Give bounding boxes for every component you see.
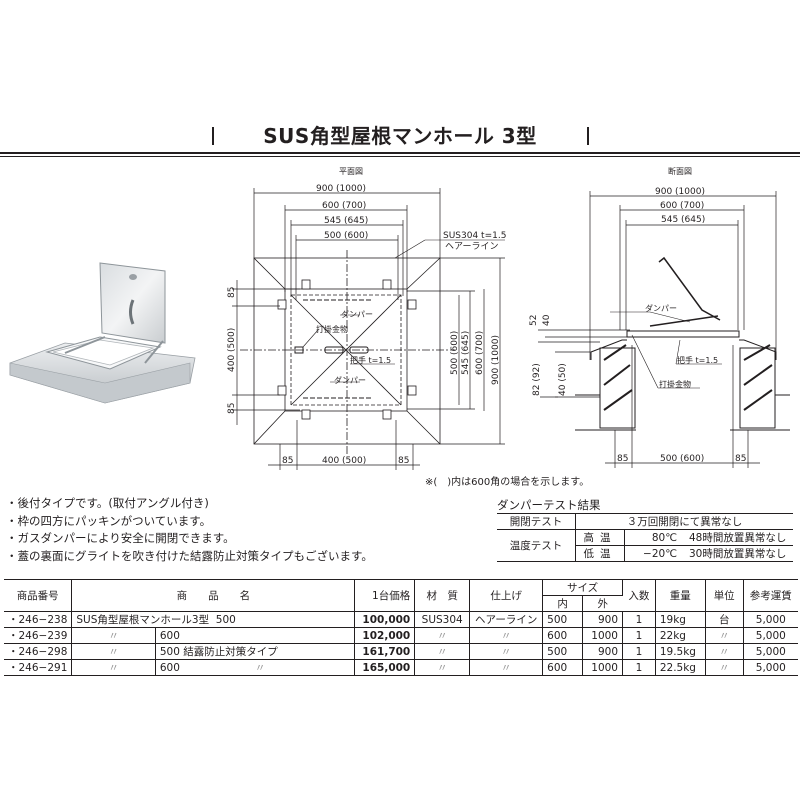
table-row: 温度テスト 高温 80℃ 48時間放置異常なし: [497, 529, 793, 562]
svg-text:ダンパー: ダンパー: [341, 309, 373, 319]
size-note: ※( )内は600角の場合を示します。: [425, 477, 590, 488]
svg-text:40 (50): 40 (50): [558, 363, 568, 396]
section-view-label: 断面図: [668, 166, 692, 176]
table-row: ・246−238 SUS角型屋根マンホール3型 500 100,000 SUS3…: [4, 611, 798, 628]
svg-text:900 (1000): 900 (1000): [491, 335, 501, 385]
svg-text:900 (1000): 900 (1000): [655, 187, 705, 197]
svg-text:85: 85: [227, 287, 237, 298]
table-row: ・246−291 〃 600〃 165,000 〃 〃 600 1000 1 2…: [4, 659, 798, 676]
svg-text:600 (700): 600 (700): [322, 201, 366, 211]
feature-item: ・蓋の裏面にグライトを吹き付けた結露防止対策タイプもございます。: [6, 548, 373, 563]
title-rule-thin: [0, 156, 800, 157]
damper-test-title: ダンパーテスト結果: [497, 498, 601, 512]
table-row: 開閉テスト ３万回開閉にて異常なし: [497, 513, 793, 530]
svg-text:85: 85: [282, 456, 293, 466]
svg-text:打掛金物: 打掛金物: [316, 324, 348, 334]
feature-item: ・枠の四方にパッキンがついています。: [6, 513, 212, 528]
feature-item: ・後付タイプです。(取付アングル付き): [6, 496, 209, 510]
material-callout: SUS304 t=1.5: [443, 231, 506, 241]
table-row: ・246−239 〃 600 102,000 〃 〃 600 1000 1 22…: [4, 627, 798, 644]
svg-text:500 (600): 500 (600): [660, 454, 704, 464]
product-table: 商品番号 商 品 名 1台価格 材 質 仕上げ サイズ 入数 重量 単位 参考運…: [4, 579, 798, 676]
svg-text:把手 t=1.5: 把手 t=1.5: [350, 355, 391, 365]
table-row: 低温 −20℃ 30時間放置異常なし: [497, 545, 793, 562]
svg-text:85: 85: [735, 454, 746, 464]
svg-text:85: 85: [617, 454, 628, 464]
table-header-row: 内 外: [4, 595, 798, 612]
svg-text:85: 85: [398, 456, 409, 466]
svg-text:545 (645): 545 (645): [324, 216, 368, 226]
svg-text:打掛金物: 打掛金物: [659, 379, 691, 389]
svg-text:900 (1000): 900 (1000): [316, 184, 366, 194]
title-divider-left: [212, 127, 214, 145]
svg-text:500 (600): 500 (600): [324, 231, 368, 241]
svg-text:ダンパー: ダンパー: [334, 375, 366, 385]
feature-item: ・ガスダンパーにより安全に開閉できます。: [6, 531, 235, 545]
svg-text:545 (645): 545 (645): [661, 215, 705, 225]
title-divider-right: [587, 127, 589, 145]
svg-text:400 (500): 400 (500): [322, 456, 366, 466]
svg-text:500 (600): 500 (600): [450, 331, 460, 375]
svg-text:85: 85: [227, 403, 237, 414]
plan-view-drawing: 平面図 900 (1000) 600 (700) 545 (645) 500 (…: [215, 160, 520, 470]
svg-text:400 (500): 400 (500): [227, 328, 237, 372]
feature-list: ・後付タイプです。(取付アングル付き) ・枠の四方にパッキンがついています。 ・…: [6, 495, 373, 565]
finish-callout: ヘアーライン: [445, 241, 498, 252]
svg-text:82 (92): 82 (92): [532, 363, 542, 396]
svg-text:600 (700): 600 (700): [660, 201, 704, 211]
page-title: SUS角型屋根マンホール 3型: [263, 124, 537, 148]
table-header-row: 商品番号 商 品 名 1台価格 材 質 仕上げ サイズ 入数 重量 単位 参考運…: [4, 579, 798, 612]
svg-text:40: 40: [542, 314, 552, 326]
plan-view-label: 平面図: [339, 167, 363, 176]
table-row: ・246−298 〃 500 結露防止対策タイプ 161,700 〃 〃 500…: [4, 643, 798, 660]
svg-text:ダンパー: ダンパー: [645, 303, 677, 313]
svg-text:600 (700): 600 (700): [475, 331, 485, 375]
damper-test-table: 開閉テスト ３万回開閉にて異常なし 温度テスト 高温 80℃ 48時間放置異常な…: [497, 513, 793, 562]
svg-text:545 (645): 545 (645): [461, 331, 471, 375]
product-photo: [5, 255, 210, 410]
section-view-drawing: 断面図 900 (1000) 600 (700) 545 (645): [520, 160, 800, 470]
svg-text:52: 52: [529, 315, 539, 326]
title-rule: [0, 152, 800, 154]
svg-text:把手 t=1.5: 把手 t=1.5: [677, 355, 718, 365]
